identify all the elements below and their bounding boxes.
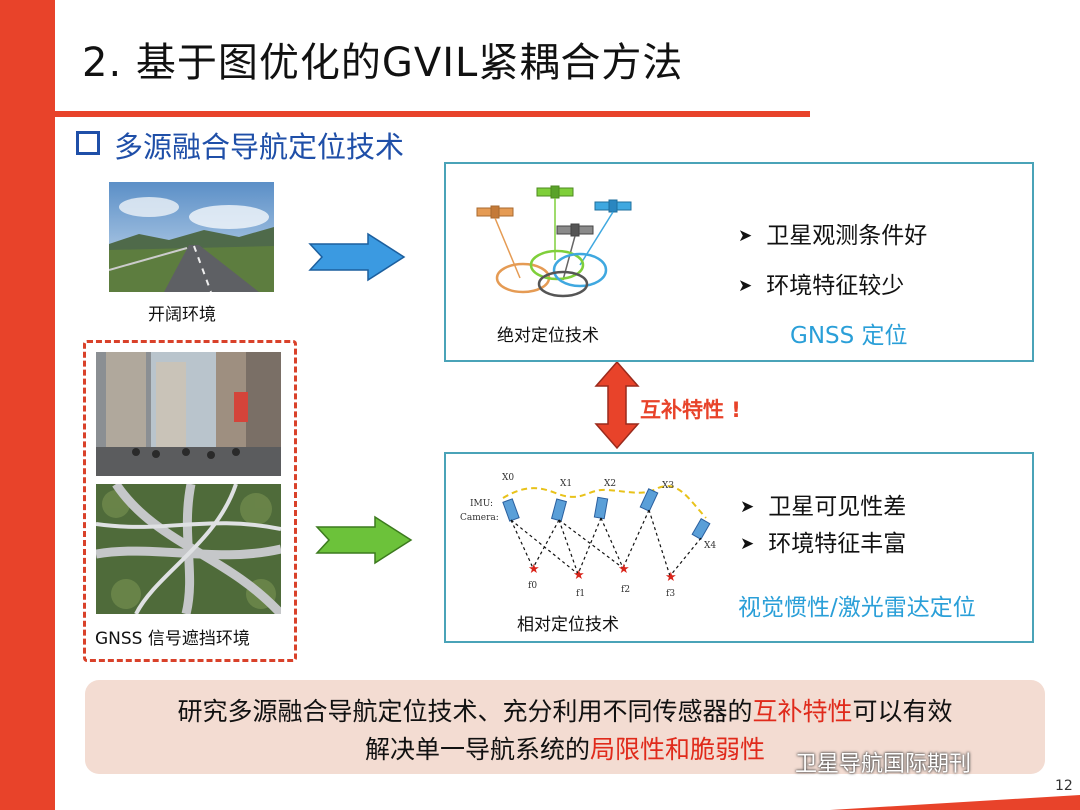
complement-label: 互补特性 !	[640, 398, 741, 422]
aerial-interchange-photo	[96, 484, 281, 614]
summary-line-1: 研究多源融合导航定位技术、充分利用不同传感器的互补特性可以有效	[177, 697, 953, 726]
feature-star-icons: ★ ★ ★ ★	[528, 562, 677, 585]
absolute-method: GNSS 定位	[790, 323, 908, 349]
relative-bullet-1: ➤卫星可见性差	[740, 494, 907, 520]
vio-factor-graph: IMU: Camera: X0 X1 X2 X3 X4 f0 f1 f2 f3 …	[460, 473, 716, 599]
svg-text:★: ★	[618, 562, 630, 577]
open-env-label: 开阔环境	[148, 305, 216, 325]
feature-f1: f1	[576, 589, 585, 599]
absolute-bullet-2: ➤环境特征较少	[738, 273, 905, 299]
chevron-right-icon: ➤	[740, 497, 755, 517]
camera-label: Camera:	[460, 513, 499, 523]
relative-bullet-2: ➤环境特征丰富	[740, 531, 907, 557]
summary-highlight-complement: 互补特性	[752, 697, 853, 726]
summary-box: 研究多源融合导航定位技术、充分利用不同传感器的互补特性可以有效 解决单一导航系统…	[85, 680, 1045, 774]
open-road-photo	[109, 182, 274, 292]
chevron-right-icon: ➤	[738, 276, 753, 296]
absolute-caption: 绝对定位技术	[497, 326, 599, 346]
imu-label: IMU:	[470, 499, 493, 509]
section-heading: 多源融合导航定位技术	[76, 124, 404, 166]
state-x0: X0	[502, 473, 514, 483]
svg-text:★: ★	[665, 570, 677, 585]
green-arrow-icon	[315, 515, 413, 565]
state-x2: X2	[604, 479, 616, 489]
svg-text:★: ★	[528, 562, 540, 577]
relative-positioning-panel	[444, 452, 1034, 643]
square-bullet-icon	[76, 131, 100, 155]
absolute-bullet-1: ➤卫星观测条件好	[738, 223, 928, 249]
state-x1: X1	[560, 479, 572, 489]
slide-title: 2. 基于图优化的GVIL紧耦合方法	[82, 40, 684, 86]
feature-f3: f3	[666, 589, 675, 599]
summary-line-2: 解决单一导航系统的局限性和脆弱性	[364, 735, 766, 764]
blue-arrow-icon	[308, 232, 406, 282]
section-title: 多源融合导航定位技术	[114, 130, 405, 164]
chevron-right-icon: ➤	[740, 534, 755, 554]
feature-f2: f2	[621, 585, 630, 595]
double-arrow-icon	[594, 360, 640, 450]
chevron-right-icon: ➤	[738, 226, 753, 246]
summary-highlight-limitations: 局限性和脆弱性	[590, 735, 766, 764]
blocked-env-frame	[83, 340, 297, 662]
relative-caption: 相对定位技术	[517, 615, 619, 635]
feature-f0: f0	[528, 581, 537, 591]
title-underline	[55, 111, 810, 117]
svg-text:★: ★	[573, 568, 585, 583]
corner-accent	[830, 795, 1080, 810]
slide-accent-bar	[0, 0, 55, 810]
journal-watermark: 卫星导航国际期刊	[795, 752, 972, 777]
satellite-diagram	[476, 185, 632, 298]
state-x4: X4	[704, 541, 716, 551]
satellite-icon	[476, 185, 632, 237]
urban-street-photo	[96, 352, 281, 476]
state-x3: X3	[662, 481, 674, 491]
blocked-env-label: GNSS 信号遮挡环境	[95, 629, 250, 649]
page-number: 12	[1055, 778, 1073, 794]
relative-method: 视觉惯性/激光雷达定位	[738, 595, 976, 621]
